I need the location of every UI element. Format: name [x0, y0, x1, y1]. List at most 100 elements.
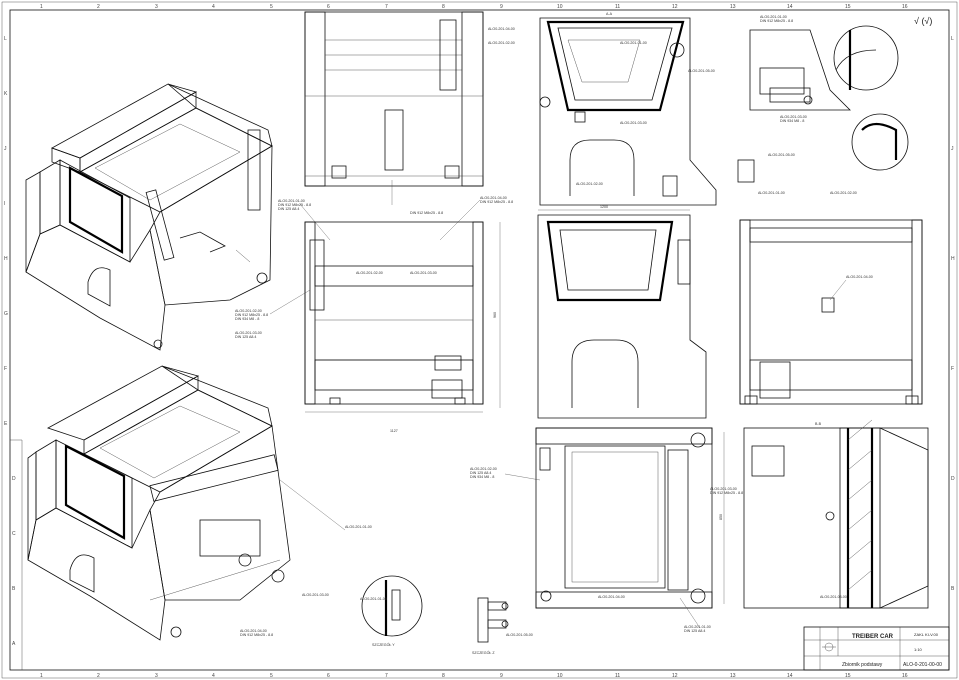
svg-text:ALO0-201-05-00: ALO0-201-05-00 — [768, 153, 795, 157]
svg-text:ALO0-201-03-00: ALO0-201-03-00 — [780, 115, 807, 119]
svg-text:D: D — [951, 476, 955, 482]
svg-text:2: 2 — [97, 4, 100, 10]
svg-text:16: 16 — [902, 4, 908, 10]
svg-text:3: 3 — [155, 673, 158, 679]
svg-text:ALO0-201-04-00: ALO0-201-04-00 — [846, 275, 873, 279]
zone-rows-left: L K J I H G F E D C B A — [4, 36, 16, 647]
detail-top-right — [737, 25, 909, 183]
svg-text:DIN 934 M8 - 8: DIN 934 M8 - 8 — [780, 119, 804, 123]
bottom-view: 850 — [535, 427, 725, 609]
svg-text:13: 13 — [730, 4, 736, 10]
svg-text:ALO0-201-04-00: ALO0-201-04-00 — [488, 27, 515, 31]
svg-text:A: A — [12, 641, 16, 647]
svg-text:DIN 912 M8x25 - 8.8: DIN 912 M8x25 - 8.8 — [480, 200, 513, 204]
svg-text:6: 6 — [327, 4, 330, 10]
svg-text:DIN 934 M8 - 8: DIN 934 M8 - 8 — [470, 475, 494, 479]
section-b-b-view: B-B — [743, 419, 929, 609]
svg-text:DIN 912 M8x25 - 8.8: DIN 912 M8x25 - 8.8 — [240, 633, 273, 637]
detail-circle-bottom: SZCZEGÓŁ Y — [361, 575, 423, 647]
svg-text:H: H — [4, 256, 8, 262]
svg-text:6: 6 — [327, 673, 330, 679]
svg-text:10: 10 — [557, 673, 563, 679]
svg-text:SZCZEGÓŁ Z: SZCZEGÓŁ Z — [472, 650, 495, 655]
svg-text:7: 7 — [385, 4, 388, 10]
svg-text:ALO0-201-05-00: ALO0-201-05-00 — [506, 633, 533, 637]
callout-labels: ALO0-201-01-00 DIN 912 M8x25 - 8.8 DIN 1… — [235, 15, 873, 637]
svg-text:H: H — [951, 256, 955, 262]
svg-text:1200: 1200 — [600, 205, 608, 209]
svg-text:ALO0-201-01-00: ALO0-201-01-00 — [278, 199, 305, 203]
svg-text:16: 16 — [902, 673, 908, 679]
svg-text:5: 5 — [270, 4, 273, 10]
svg-text:DIN 125 A8.4: DIN 125 A8.4 — [278, 207, 299, 211]
front-view: 1127 — [304, 221, 484, 433]
svg-text:5: 5 — [270, 673, 273, 679]
svg-text:ALO0-201-02-00: ALO0-201-02-00 — [488, 41, 515, 45]
svg-text:DIN 912 M8x25 - 8.8: DIN 912 M8x25 - 8.8 — [410, 211, 443, 215]
section-a-a-view: A-A — [539, 12, 717, 206]
svg-text:J: J — [4, 146, 7, 152]
svg-text:14: 14 — [787, 673, 793, 679]
svg-text:DIN 125 A8.4: DIN 125 A8.4 — [470, 471, 491, 475]
svg-text:15: 15 — [845, 673, 851, 679]
rear-view — [739, 219, 923, 405]
svg-text:SZCZEGÓŁ Y: SZCZEGÓŁ Y — [372, 642, 395, 647]
company-name: TREIBER CAR — [852, 634, 894, 640]
svg-text:ALO0-201-04-00: ALO0-201-04-00 — [240, 629, 267, 633]
zone-columns-bottom: 1 2 3 4 5 6 7 8 9 10 11 12 13 14 15 16 — [40, 673, 908, 679]
svg-text:11: 11 — [615, 673, 620, 679]
svg-text:E: E — [4, 421, 8, 427]
svg-text:DIN 912 M8x25 - 8.8: DIN 912 M8x25 - 8.8 — [235, 313, 268, 317]
revision-mark: √ (√) — [914, 16, 932, 26]
svg-text:ALO0-201-01-00: ALO0-201-01-00 — [760, 15, 787, 19]
svg-text:K: K — [4, 91, 8, 97]
svg-text:I: I — [4, 201, 5, 207]
svg-text:12: 12 — [672, 673, 678, 679]
svg-text:ALO0-201-02-00: ALO0-201-02-00 — [830, 191, 857, 195]
svg-text:C: C — [12, 531, 16, 537]
svg-text:13: 13 — [730, 673, 736, 679]
svg-text:1127: 1127 — [390, 429, 398, 433]
svg-text:B: B — [951, 586, 955, 592]
svg-text:12: 12 — [672, 4, 678, 10]
svg-text:11: 11 — [615, 4, 620, 10]
svg-text:DIN 125 A8.4: DIN 125 A8.4 — [684, 629, 705, 633]
fitting-detail: SZCZEGÓŁ Z — [472, 597, 509, 655]
svg-text:ALO0-201-01-00: ALO0-201-01-00 — [620, 41, 647, 45]
svg-text:10: 10 — [557, 4, 563, 10]
top-view — [304, 11, 484, 205]
svg-text:8: 8 — [442, 4, 445, 10]
zone-rows-right: L J H F D B — [951, 36, 955, 592]
drawing-scale: 1:10 — [914, 647, 923, 652]
svg-text:DIN 912 M8x25 - 8.8: DIN 912 M8x25 - 8.8 — [710, 491, 743, 495]
side-view: 1200 960 — [493, 205, 707, 419]
zone-columns-top: 1 2 3 4 5 6 7 8 9 10 11 12 13 14 15 16 — [40, 4, 908, 10]
svg-text:7: 7 — [385, 673, 388, 679]
svg-text:G: G — [4, 311, 8, 317]
isometric-view-top — [25, 83, 273, 351]
svg-text:1: 1 — [40, 673, 43, 679]
svg-text:960: 960 — [493, 312, 497, 318]
drawing-title: Zbiornik podstawy — [842, 662, 883, 668]
svg-text:15: 15 — [845, 4, 851, 10]
svg-text:B: B — [12, 586, 16, 592]
svg-text:ALO0-201-01-00: ALO0-201-01-00 — [360, 597, 387, 601]
svg-text:ALO0-201-01-00: ALO0-201-01-00 — [758, 191, 785, 195]
svg-text:L: L — [951, 36, 954, 42]
svg-text:ALO0-201-04-00: ALO0-201-04-00 — [598, 595, 625, 599]
svg-text:DIN 934 M8 - 8: DIN 934 M8 - 8 — [235, 317, 259, 321]
svg-text:J: J — [951, 146, 954, 152]
svg-text:B-B: B-B — [815, 422, 822, 426]
svg-text:850: 850 — [719, 514, 723, 520]
isometric-view-bottom — [27, 365, 291, 641]
svg-text:4: 4 — [212, 673, 215, 679]
svg-text:ALO0-201-03-00: ALO0-201-03-00 — [710, 487, 737, 491]
svg-text:9: 9 — [500, 673, 503, 679]
svg-text:DIN 912 M8x25 - 8.8: DIN 912 M8x25 - 8.8 — [278, 203, 311, 207]
svg-text:F: F — [4, 366, 7, 372]
svg-text:14: 14 — [787, 4, 793, 10]
svg-text:ALO0-201-02-00: ALO0-201-02-00 — [235, 309, 262, 313]
svg-text:2: 2 — [97, 673, 100, 679]
svg-text:ALO0-201-01-00: ALO0-201-01-00 — [684, 625, 711, 629]
